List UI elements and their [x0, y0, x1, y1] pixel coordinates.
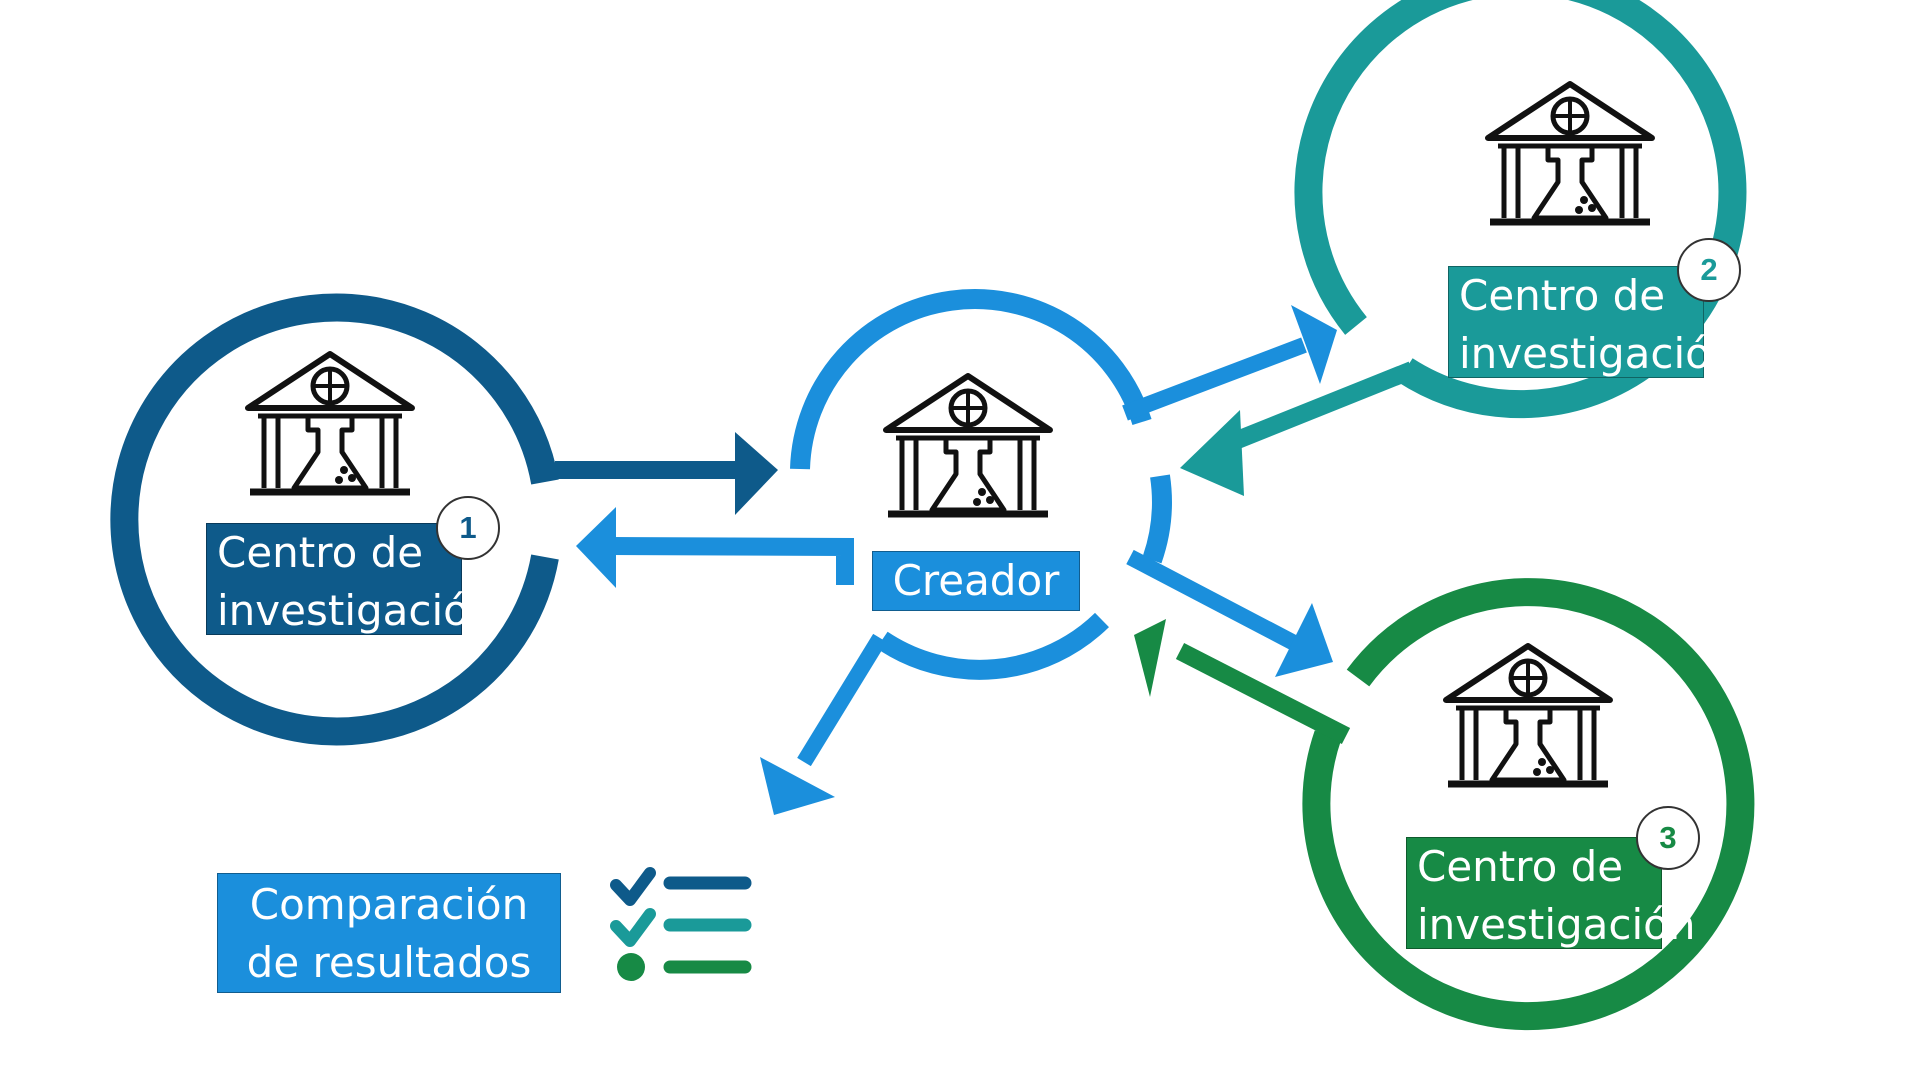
arrow-creator-to-center2 [1122, 305, 1337, 421]
center2-number-badge: 2 [1677, 238, 1741, 302]
center3-number-badge: 3 [1636, 806, 1700, 870]
center2-ring [1294, 0, 1747, 419]
creator-ring-right [1142, 474, 1172, 564]
center1-label: Centro de investigación [206, 523, 495, 635]
center2-building-icon [1488, 84, 1652, 222]
results-label-line2: de resultados [246, 938, 532, 987]
center2-label-line1: Centro de [1459, 271, 1666, 320]
creator-label: Creador [872, 551, 1080, 611]
center3-label-line2: investigación [1417, 900, 1696, 949]
center1-number-badge: 1 [436, 496, 500, 560]
results-label-line1: Comparación [249, 880, 529, 929]
center1-ring [110, 293, 559, 746]
center1-label-line2: investigación [217, 586, 496, 635]
center1-building-icon [248, 354, 412, 492]
arrow-creator-to-center3 [1126, 549, 1333, 677]
center3-label: Centro de investigación [1406, 837, 1695, 949]
arrow-center1-to-creator [555, 432, 778, 515]
center3-label-line1: Centro de [1417, 842, 1624, 891]
arrow-creator-to-results [760, 633, 887, 815]
center2-label: Centro de investigación [1448, 266, 1737, 378]
arrow-center3-to-creator [1134, 619, 1351, 745]
checklist-icon [610, 867, 752, 981]
arrow-center2-to-creator [1180, 361, 1416, 496]
arrow-creator-to-center1 [576, 507, 854, 588]
creator-ring-lower [876, 612, 1109, 680]
creator-building-icon [886, 376, 1050, 514]
center3-building-icon [1446, 646, 1610, 784]
center3-ring [1302, 578, 1755, 1031]
center1-label-line1: Centro de [217, 528, 424, 577]
results-label: Comparación de resultados [217, 873, 561, 993]
center2-label-line2: investigación [1459, 329, 1738, 378]
creator-ring [790, 289, 1152, 470]
